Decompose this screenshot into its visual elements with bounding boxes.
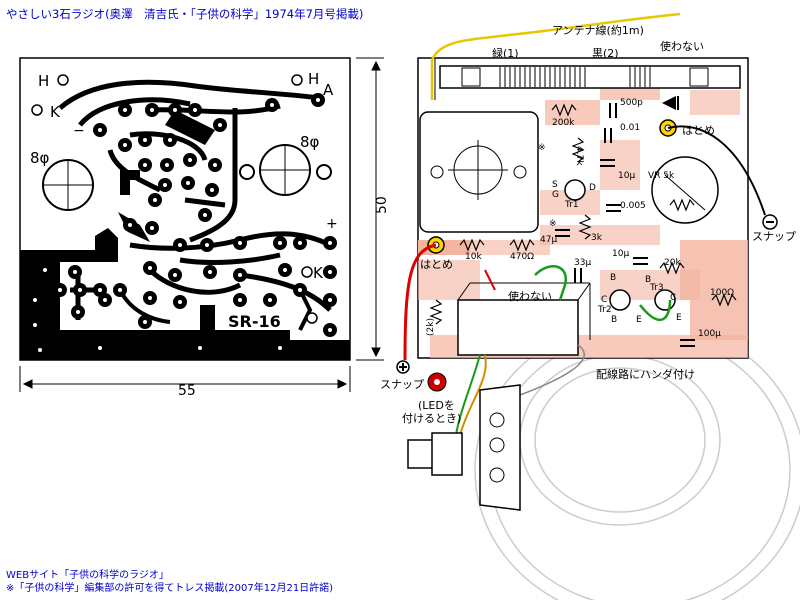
model-label: SR-16 xyxy=(228,312,281,331)
part-c47u: 47μ xyxy=(540,235,557,245)
label-a: A xyxy=(323,81,334,99)
part-b1: B xyxy=(610,273,616,283)
part-e1: E xyxy=(636,315,642,325)
antenna-wire-label: アンテナ線(約1m) xyxy=(552,23,644,37)
unused-mid-label: 使わない xyxy=(508,290,552,303)
label-plus: + xyxy=(326,216,338,232)
label-phi-left: 8φ xyxy=(30,149,50,167)
part-star1: ※ xyxy=(538,143,546,153)
hatome-top-label: はとめ xyxy=(682,124,715,137)
part-r3k: 3k xyxy=(591,233,603,243)
page-title: やさしい3石ラジオ(奥澤 清吉氏・「子供の科学」1974年7月号掲載) xyxy=(6,7,364,21)
speaker-outline xyxy=(474,319,800,600)
part-r20k: 20k xyxy=(664,258,681,268)
green-wire-label: 緑(1) xyxy=(492,46,519,60)
led-note-1: (LEDを xyxy=(418,399,455,412)
part-c100u: 100μ xyxy=(698,329,721,339)
part-star2: ※ xyxy=(549,219,557,229)
part-c2: C xyxy=(670,293,676,303)
part-tr2: Tr2 xyxy=(597,305,612,315)
led-note-2: 付けるとき) xyxy=(402,412,461,425)
part-c33u: 33μ xyxy=(574,258,591,268)
part-c10u-b: 10μ xyxy=(612,249,629,259)
part-e2: E xyxy=(676,313,682,323)
snap-right-label: スナップ xyxy=(752,230,796,243)
part-c10u-a: 10μ xyxy=(618,171,635,181)
part-r10k: 10k xyxy=(465,252,482,262)
part-vr: VR 5k xyxy=(648,171,675,181)
part-c0005: 0.005 xyxy=(620,201,646,211)
part-c1: C xyxy=(601,295,607,305)
part-r2k: (2k) xyxy=(426,318,436,336)
unused-top-label: 使わない xyxy=(660,40,704,53)
assembly-labels: アンテナ線(約1m) 緑(1) 黒(2) 使わない はとめ スナップ はとめ 使… xyxy=(380,23,796,425)
label-k-right: K xyxy=(313,264,324,282)
snap-left-label: スナップ xyxy=(380,378,424,391)
black-wire-label: 黒(2) xyxy=(592,47,619,60)
part-r200k: 200k xyxy=(552,118,575,128)
part-c001: 0.01 xyxy=(620,123,640,133)
part-tr3: Tr3 xyxy=(649,283,664,293)
label-h-left: H xyxy=(38,72,49,90)
label-h-right: H xyxy=(308,70,319,88)
pcb-board xyxy=(396,12,778,511)
part-d: D xyxy=(589,183,596,193)
part-r4k7: 4.7k xyxy=(574,146,584,166)
label-phi-right: 8φ xyxy=(300,133,320,151)
part-r100: 100Ω xyxy=(710,288,734,298)
label-k-left: K xyxy=(50,103,61,121)
part-b2: B xyxy=(645,275,651,285)
width-dimension: 55 xyxy=(178,383,196,399)
label-minus: − xyxy=(73,123,85,139)
pcb-pattern: H K H A − + K 8φ 8φ SR-16 xyxy=(19,57,351,361)
part-s: S xyxy=(552,180,558,190)
part-tr1: Tr1 xyxy=(564,200,579,210)
hatome-mid-label: はとめ xyxy=(420,258,453,271)
part-r470: 470Ω xyxy=(510,252,534,262)
footer-permission: ※「子供の科学」編集部の許可を得てトレス掲載(2007年12月21日許諾) xyxy=(6,583,334,594)
footer-source: WEBサイト「子供の科学のラジオ」 xyxy=(6,570,169,581)
part-c500p: 500p xyxy=(620,98,643,108)
part-g: G xyxy=(552,190,559,200)
height-dimension: 50 xyxy=(374,196,390,214)
solder-note: 配線路にハンダ付け xyxy=(596,367,695,381)
part-b3: B xyxy=(611,315,617,325)
dimension-lines xyxy=(19,57,384,392)
